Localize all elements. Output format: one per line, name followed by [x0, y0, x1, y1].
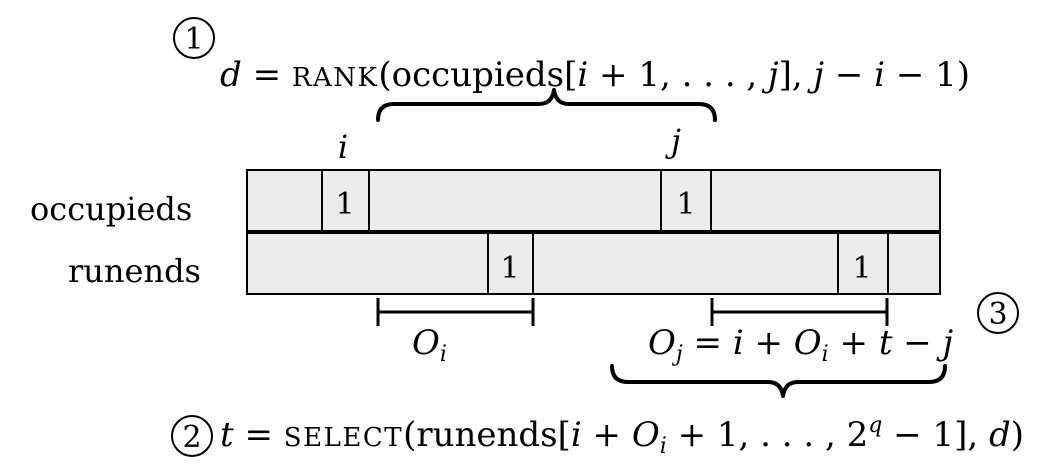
- runends-label: runends: [68, 252, 201, 290]
- marker-j: j: [665, 122, 681, 160]
- occupieds-bit-i: [321, 169, 370, 232]
- step-3-formula: Oj = i + Oi + t − j: [648, 323, 954, 367]
- runends-bar: [246, 232, 941, 295]
- runends-bit-2-value: 1: [852, 251, 871, 286]
- occupieds-bit-j-value: 1: [676, 187, 695, 222]
- occupieds-bit-i-value: 1: [335, 187, 354, 222]
- occupieds-row: 1 1: [246, 169, 941, 232]
- runends-row: 1 1: [246, 232, 941, 295]
- step-1-number: 1: [184, 22, 203, 57]
- step-2-formula: t = SELECT(runends[i + Oi + 1, . . . , 2…: [220, 413, 1024, 459]
- marker-i: i: [338, 128, 348, 166]
- runends-bit-1: [487, 232, 534, 295]
- offset-i-bracket: [376, 298, 535, 326]
- step-3-marker: 3: [977, 292, 1019, 334]
- step-1-formula: d = RANK(occupieds[i + 1, . . . , j], j …: [220, 55, 970, 95]
- offset-i-label: Oi: [412, 323, 447, 367]
- runends-bit-2: [837, 232, 889, 295]
- occupieds-bit-j: [660, 169, 712, 232]
- offset-j-bracket: [710, 298, 889, 326]
- bottom-brace: [610, 364, 947, 398]
- occupieds-label: occupieds: [30, 190, 192, 228]
- runends-bit-1-value: 1: [500, 251, 519, 286]
- step-2-number: 2: [182, 420, 201, 455]
- step-2-marker: 2: [171, 415, 213, 457]
- step-1-marker: 1: [173, 17, 215, 59]
- step-3-number: 3: [988, 297, 1007, 332]
- top-brace: [376, 88, 717, 122]
